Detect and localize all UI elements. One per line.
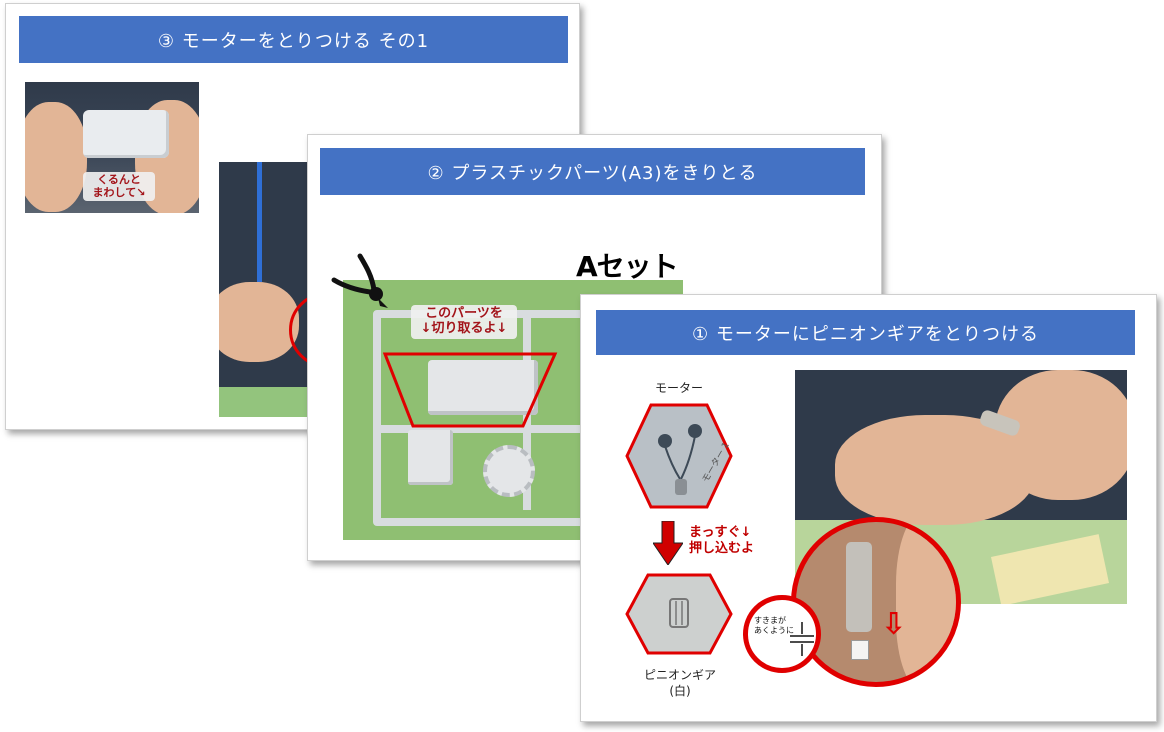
- push-instruction-line1: まっすぐ↓: [689, 525, 752, 540]
- cut-area-outline: [383, 352, 558, 428]
- set-label: Aセット: [576, 250, 679, 283]
- nipper-icon: [331, 253, 388, 308]
- zoom-circle: ⇩: [791, 517, 961, 687]
- gap-line2: あくように: [754, 626, 794, 636]
- gear-wheel: [483, 445, 535, 497]
- cut-instruction-line1: このパーツを: [425, 306, 503, 321]
- gap-callout-text: すきまが あくように: [754, 616, 794, 637]
- gap-line1: すきまが: [754, 616, 786, 625]
- slide-3-photo-large: [219, 162, 319, 417]
- cut-instruction-line2: ↓切り取るよ↓: [420, 320, 508, 336]
- turn-instruction-line1: くるんと: [97, 173, 141, 186]
- slide-3: ③ モーターをとりつける その1 くるんと まわして↘: [5, 3, 580, 430]
- a3-part: [428, 360, 538, 415]
- gear-label: ピニオンギア (白): [621, 667, 739, 699]
- gap-marker-icon: [790, 622, 814, 656]
- motor-hands-photo: [795, 370, 1127, 604]
- side-part: [408, 430, 453, 485]
- gear-label-line2: (白): [669, 684, 691, 699]
- green-mat: [219, 387, 319, 417]
- hand-right: [995, 370, 1127, 500]
- slide-3-title: ③ モーターをとりつける その1: [19, 16, 568, 63]
- turn-instruction: くるんと まわして↘: [83, 172, 155, 202]
- motor-hexagon: モーター 1: [625, 403, 733, 509]
- gear-label-line1: ピニオンギア: [643, 668, 716, 682]
- hand-left: [25, 102, 87, 212]
- white-part: [83, 110, 169, 158]
- slide-1: ① モーターにピニオンギアをとりつける モーター モーター 1 まっすぐ↓ 押し…: [580, 294, 1157, 722]
- slide-2-title: ② プラスチックパーツ(A3)をきりとる: [320, 148, 865, 195]
- gear-hexagon: [625, 573, 733, 655]
- hand: [219, 282, 299, 362]
- push-instruction-line2: 押し込むよ: [689, 541, 755, 557]
- slide-1-title: ① モーターにピニオンギアをとりつける: [596, 310, 1135, 355]
- slide-3-photo-small: くるんと まわして↘: [25, 82, 199, 213]
- push-instruction: まっすぐ↓ 押し込むよ: [689, 525, 754, 558]
- lanyard: [257, 162, 262, 282]
- turn-instruction-line2: まわして↘: [92, 185, 146, 199]
- motor-label: モーター: [654, 381, 703, 395]
- down-arrow-icon: [653, 521, 683, 565]
- gap-callout: すきまが あくように: [743, 595, 821, 673]
- zoom-arrow-icon: ⇩: [881, 607, 907, 642]
- zoom-finger: [896, 522, 956, 682]
- zoom-motor: [846, 542, 872, 632]
- zoom-gear: [851, 640, 869, 660]
- cut-instruction: このパーツを ↓切り取るよ↓: [411, 305, 517, 339]
